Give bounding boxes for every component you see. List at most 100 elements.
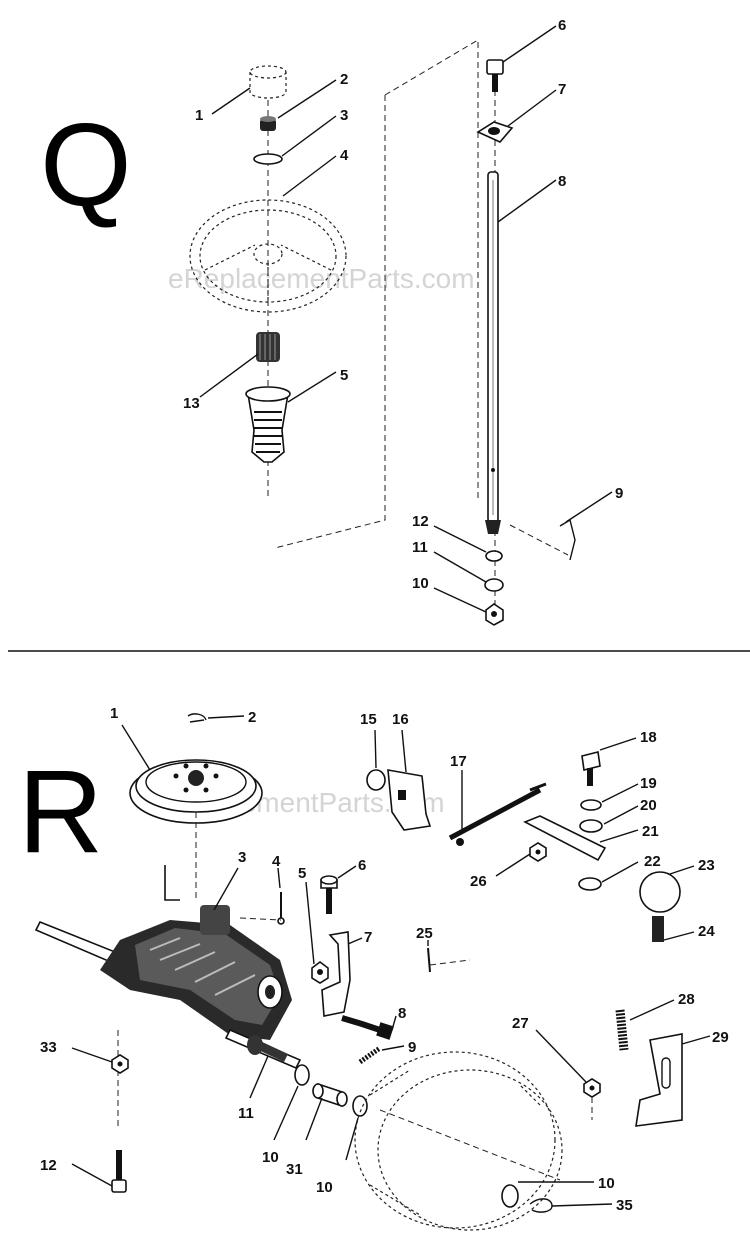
callout-r-7: 7 <box>364 929 372 946</box>
part-washer-12 <box>485 550 503 562</box>
part-steering-shaft <box>485 171 501 534</box>
callout-r-27: 27 <box>512 1015 529 1032</box>
bracket-29-slot <box>661 1057 671 1089</box>
part-pin-4 <box>277 892 285 925</box>
part-nut <box>260 116 276 131</box>
callout-q-7: 7 <box>558 81 566 98</box>
callout-r-31: 31 <box>286 1161 303 1178</box>
part-nut-10 <box>485 603 504 626</box>
callout-r-9: 9 <box>408 1039 416 1056</box>
callout-r-23: 23 <box>698 857 715 874</box>
part-washer <box>253 153 283 165</box>
part-flange-bearing <box>476 121 514 143</box>
callout-r-28: 28 <box>678 991 695 1008</box>
callout-q-5: 5 <box>340 367 348 384</box>
part-wheel-tire <box>354 1051 563 1231</box>
callout-r-17: 17 <box>450 753 467 770</box>
part-bolt-6 <box>320 875 338 914</box>
callout-q-12: 12 <box>412 513 429 530</box>
part-bolt <box>486 59 504 92</box>
callout-q-6: 6 <box>558 17 566 34</box>
part-nut-5 <box>311 961 329 984</box>
part-bracket-29 <box>635 1033 683 1127</box>
callout-r-10b: 10 <box>316 1179 333 1196</box>
part-spacer <box>312 1082 348 1108</box>
callout-q-1: 1 <box>195 107 203 124</box>
callout-r-20: 20 <box>640 797 657 814</box>
callout-q-10: 10 <box>412 575 429 592</box>
callout-r-15: 15 <box>360 711 377 728</box>
pin-leader-q <box>509 524 569 556</box>
part-nut-27 <box>583 1078 601 1098</box>
callout-q-3: 3 <box>340 107 348 124</box>
part-pin-25 <box>427 947 431 973</box>
callout-r-35: 35 <box>616 1197 633 1214</box>
callout-r-8: 8 <box>398 1005 406 1022</box>
section-letter-q: Q <box>40 99 132 231</box>
callout-r-12: 12 <box>40 1157 57 1174</box>
callout-r-4: 4 <box>272 853 281 870</box>
part-splined-adapter <box>256 332 280 362</box>
bracket-slot <box>398 790 406 800</box>
callout-r-19: 19 <box>640 775 657 792</box>
part-shift-lever <box>469 921 661 980</box>
part-link-plate <box>523 815 607 862</box>
part-nut-33 <box>111 1054 129 1074</box>
part-bolt-8 <box>341 1015 394 1040</box>
callout-r-21: 21 <box>642 823 659 840</box>
lever-grip <box>652 916 664 942</box>
section-q: Q eReplacementParts.com <box>40 17 623 626</box>
callout-r-10c: 10 <box>598 1175 615 1192</box>
callout-q-4: 4 <box>340 147 349 164</box>
part-washer-22 <box>578 877 602 891</box>
callouts-q: 1 2 3 4 13 5 6 7 8 9 12 11 10 <box>183 17 623 613</box>
callout-r-29: 29 <box>712 1029 729 1046</box>
part-transaxle <box>34 865 302 1070</box>
part-roll-pin <box>559 518 576 561</box>
callout-r-10: 10 <box>262 1149 279 1166</box>
part-washer-19 <box>580 799 602 811</box>
callout-r-33: 33 <box>40 1039 57 1056</box>
part-washer-11 <box>484 578 504 592</box>
part-bolt-18 <box>581 751 601 786</box>
part-bracket-7 <box>321 931 351 1017</box>
part-washer-15 <box>366 769 386 791</box>
callout-q-2: 2 <box>340 71 348 88</box>
watermark-q: eReplacementParts.com <box>168 263 475 294</box>
callout-r-6: 6 <box>358 857 366 874</box>
part-retaining-clip <box>187 713 207 723</box>
part-steering-boot <box>245 386 291 463</box>
section-r: R eReplacementParts.com <box>18 705 729 1231</box>
section-letter-r: R <box>18 746 103 878</box>
callout-r-1: 1 <box>110 705 118 722</box>
part-washer-10b <box>352 1095 368 1117</box>
wheel-axis <box>379 1109 561 1181</box>
part-steering-wheel <box>189 199 347 313</box>
part-control-rod <box>448 782 547 846</box>
shift-lever-highlight <box>469 921 662 981</box>
part-washer-20 <box>579 819 603 833</box>
callout-r-22: 22 <box>644 853 661 870</box>
pin-25-leader <box>429 959 471 966</box>
part-nut-26 <box>529 842 547 862</box>
callout-r-26: 26 <box>470 873 487 890</box>
callout-r-11: 11 <box>238 1105 254 1122</box>
callout-r-24: 24 <box>698 923 715 940</box>
callout-r-5: 5 <box>298 865 306 882</box>
assembly-outline-q <box>384 39 479 500</box>
callouts-r: 1 2 3 4 5 6 7 8 9 10 11 12 15 1 <box>40 705 729 1214</box>
part-bracket-16 <box>387 769 432 831</box>
part-axle-key <box>254 1040 288 1062</box>
part-cap <box>249 65 287 99</box>
part-spring <box>615 1009 629 1051</box>
callout-r-18: 18 <box>640 729 657 746</box>
assembly-outline-q-left <box>274 95 386 549</box>
part-spring-pin <box>358 1045 382 1065</box>
pin-4-leader <box>239 917 282 921</box>
callout-q-11: 11 <box>412 539 428 556</box>
part-knob <box>639 871 681 913</box>
callout-r-25: 25 <box>416 925 433 942</box>
callout-r-2: 2 <box>248 709 256 726</box>
